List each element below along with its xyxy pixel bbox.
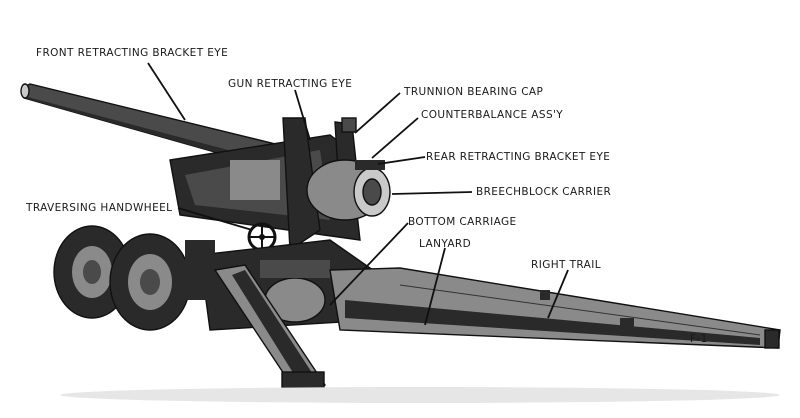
right-trail: F-1 (329, 267, 781, 349)
leader-right-trail (547, 269, 569, 319)
trail-stamp: F-1 (690, 333, 708, 345)
leader-lines (147, 62, 569, 326)
leader-trunnion-bearing-cap (354, 92, 401, 134)
leader-bottom-carriage (329, 222, 409, 306)
label-counterbalance-assy: COUNTERBALANCE ASS'Y (421, 109, 563, 121)
ground-shadow (60, 387, 780, 403)
howitzer-illustration: F-1 (20, 83, 781, 403)
label-rear-retracting-bracket-eye: REAR RETRACTING BRACKET EYE (426, 151, 610, 163)
leader-traversing-handwheel (177, 207, 253, 231)
leader-breechblock-carrier (391, 191, 473, 195)
label-breechblock-carrier: BREECHBLOCK CARRIER (476, 186, 611, 198)
label-traversing-handwheel: TRAVERSING HANDWHEEL (25, 202, 172, 214)
label-front-retracting-bracket-eye: FRONT RETRACTING BRACKET EYE (36, 47, 228, 59)
label-lanyard: LANYARD (419, 238, 471, 250)
wheels (53, 225, 215, 331)
leader-gun-retracting-eye (294, 89, 311, 141)
callout-labels: FRONT RETRACTING BRACKET EYE GUN RETRACT… (25, 47, 611, 271)
leader-rear-retracting-bracket-eye (377, 156, 426, 165)
label-trunnion-bearing-cap: TRUNNION BEARING CAP (403, 86, 543, 98)
leader-lanyard (424, 247, 446, 326)
breech-housing (306, 159, 391, 221)
leader-front-retracting-bracket-eye (147, 62, 186, 121)
label-right-trail: RIGHT TRAIL (531, 259, 601, 271)
label-gun-retracting-eye: GUN RETRACTING EYE (228, 78, 352, 90)
label-bottom-carriage: BOTTOM CARRIAGE (408, 216, 517, 228)
leader-counterbalance-assy (371, 117, 419, 159)
